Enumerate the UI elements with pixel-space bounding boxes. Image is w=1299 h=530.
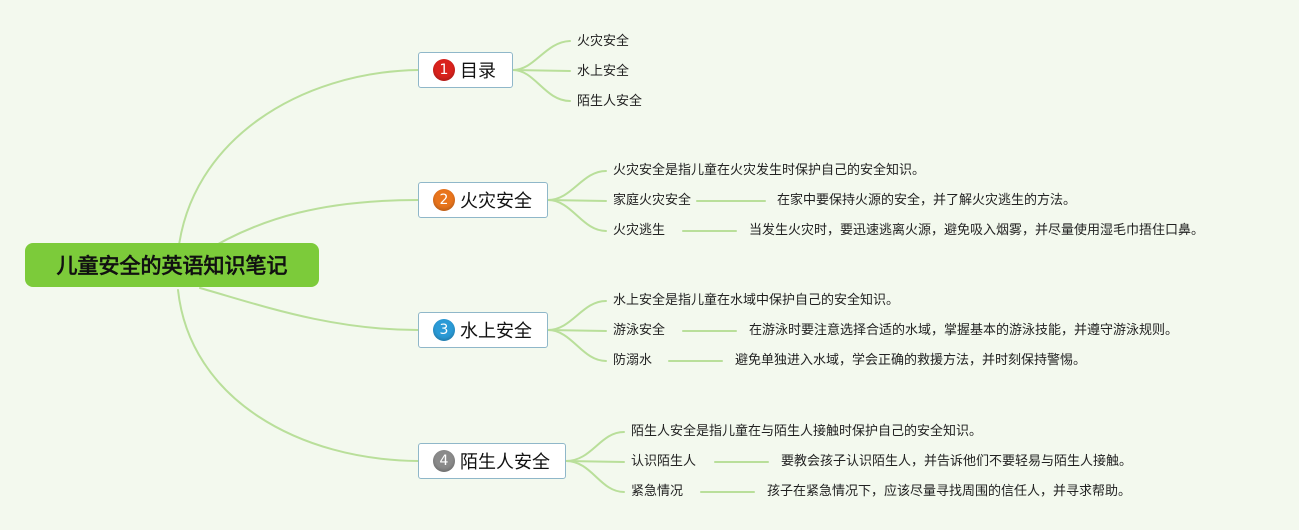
leaf-item[interactable]: 游泳安全 <box>613 323 666 338</box>
root-title: 儿童安全的英语知识笔记 <box>56 254 288 278</box>
connector-line <box>547 199 607 232</box>
connector-line <box>547 199 607 202</box>
leaf-item[interactable]: 紧急情况 <box>631 484 684 499</box>
topic-label: 陌生人安全 <box>460 452 550 473</box>
leaf-detail[interactable]: 当发生火灾时，要迅速逃离火源，避免吸入烟雾，并尽量使用湿毛巾捂住口鼻。 <box>749 223 1205 238</box>
connector-line <box>547 329 607 362</box>
connector-line <box>547 329 607 332</box>
leaf-item[interactable]: 火灾逃生 <box>613 223 666 238</box>
topic-label: 水上安全 <box>460 321 532 342</box>
root-topic[interactable]: 儿童安全的英语知识笔记 <box>25 243 319 287</box>
number-badge-4: 4 <box>433 450 455 472</box>
leaf-item[interactable]: 水上安全是指儿童在水域中保护自己的安全知识。 <box>613 293 900 308</box>
topic-fire-safety[interactable]: 2 火灾安全 <box>418 182 548 218</box>
leaf-detail[interactable]: 避免单独进入水域，学会正确的救援方法，并时刻保持警惕。 <box>735 353 1087 368</box>
leaf-item[interactable]: 水上安全 <box>577 64 630 79</box>
topic-label: 火灾安全 <box>460 191 532 212</box>
connector-line <box>177 69 419 254</box>
topic-stranger-safety[interactable]: 4 陌生人安全 <box>418 443 566 479</box>
connector-line <box>547 170 607 201</box>
connector-line <box>512 69 571 102</box>
topic-catalog[interactable]: 1 目录 <box>418 52 513 88</box>
leaf-detail[interactable]: 在游泳时要注意选择合适的水域，掌握基本的游泳技能，并遵守游泳规则。 <box>749 323 1179 338</box>
connector-line <box>565 460 625 493</box>
leaf-item[interactable]: 火灾安全是指儿童在火灾发生时保护自己的安全知识。 <box>613 163 926 178</box>
connector-line <box>177 289 419 462</box>
leaf-item[interactable]: 陌生人安全是指儿童在与陌生人接触时保护自己的安全知识。 <box>631 424 983 439</box>
connector-line <box>565 460 625 463</box>
topic-label: 目录 <box>460 61 496 82</box>
number-badge-2: 2 <box>433 189 455 211</box>
leaf-detail[interactable]: 要教会孩子认识陌生人，并告诉他们不要轻易与陌生人接触。 <box>781 454 1133 469</box>
leaf-item[interactable]: 陌生人安全 <box>577 94 643 109</box>
leaf-detail[interactable]: 孩子在紧急情况下，应该尽量寻找周围的信任人，并寻求帮助。 <box>767 484 1132 499</box>
connector-line <box>547 300 607 331</box>
leaf-detail[interactable]: 在家中要保持火源的安全，并了解火灾逃生的方法。 <box>777 193 1077 208</box>
connector-line <box>512 69 571 72</box>
leaf-item[interactable]: 防溺水 <box>613 353 653 368</box>
topic-water-safety[interactable]: 3 水上安全 <box>418 312 548 348</box>
number-badge-3: 3 <box>433 319 455 341</box>
connector-line <box>512 40 571 71</box>
connector-line <box>565 431 625 462</box>
leaf-item[interactable]: 火灾安全 <box>577 34 630 49</box>
connector-line <box>199 287 419 331</box>
leaf-item[interactable]: 认识陌生人 <box>631 454 697 469</box>
number-badge-1: 1 <box>433 59 455 81</box>
leaf-item[interactable]: 家庭火灾安全 <box>613 193 692 208</box>
